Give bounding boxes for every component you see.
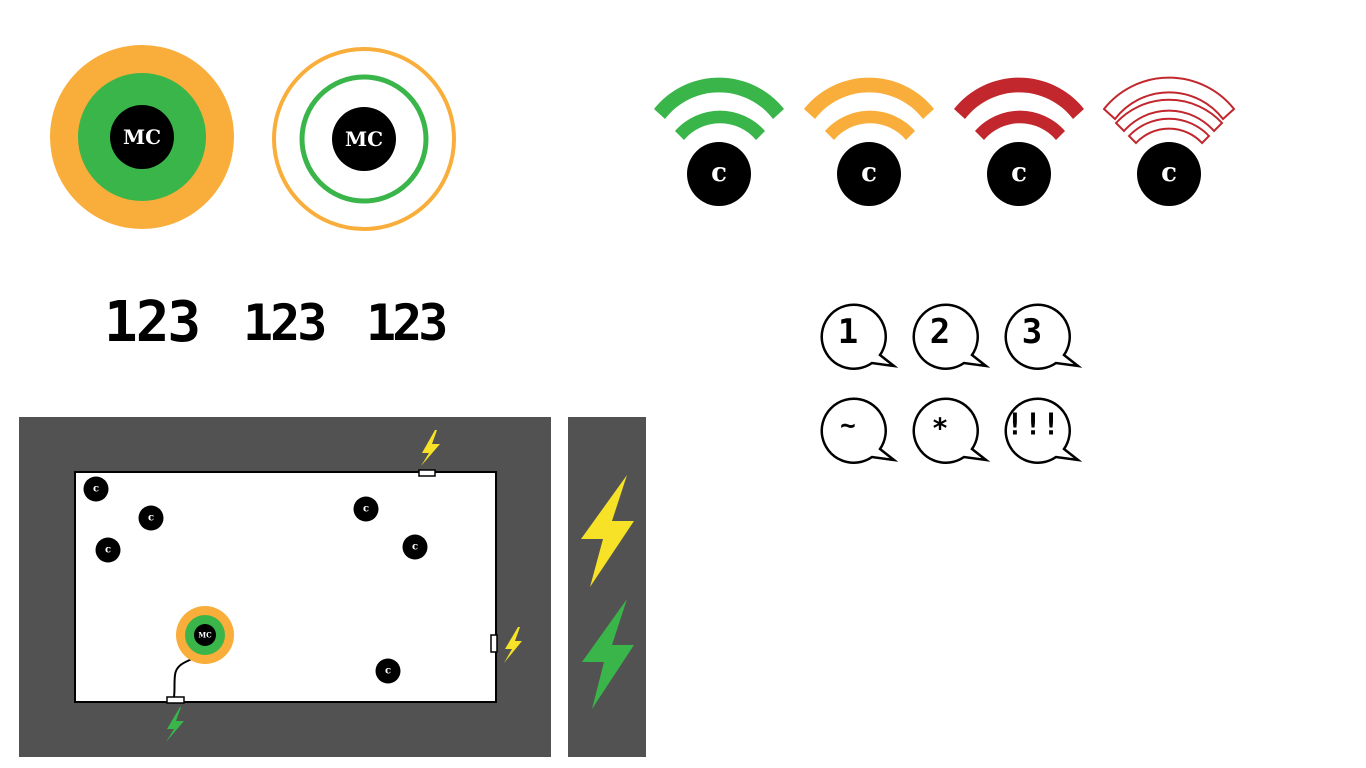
mc-token-outline: MC [272, 47, 456, 231]
outlet-bottom[interactable] [166, 696, 185, 704]
speech-bubble: * [912, 397, 990, 464]
mc-inner-ring-green-outline [299, 74, 429, 204]
speech-bubble: 1 [820, 303, 898, 370]
customer-body [1137, 142, 1201, 206]
outlet-right[interactable] [490, 634, 498, 653]
customer-label: c [711, 158, 727, 188]
number-sample-2: 123 [243, 294, 327, 352]
room-customer[interactable]: c [83, 476, 109, 502]
speech-bubble: ~ [820, 397, 898, 464]
speech-bubble: 2 [912, 303, 990, 370]
room-customer[interactable]: c [402, 534, 428, 560]
speech-bubble-text: 2 [930, 312, 950, 352]
signal-arc-inner [1127, 117, 1211, 145]
speech-bubble-text: 3 [1022, 312, 1042, 352]
power-panel-icons [581, 475, 634, 709]
room-floor [74, 471, 497, 703]
customer-label: c [861, 158, 877, 188]
customer-label: c [105, 545, 111, 556]
speech-bubble-text: * [932, 412, 949, 445]
customer-signal-red-outline: c [1102, 76, 1236, 206]
mc-label: MC [345, 127, 383, 151]
customer-label: c [1161, 158, 1177, 188]
signal-arc-outer [954, 77, 1084, 119]
green-lightning-icon [582, 599, 634, 709]
number-sample-3: 123 [366, 294, 448, 352]
speech-bubble-text: ~ [840, 411, 856, 441]
customer-label: c [412, 542, 418, 553]
lightning-icon [166, 707, 184, 742]
customer-signal-red: c [954, 77, 1084, 206]
outlet-top[interactable] [418, 469, 436, 477]
customer-body [987, 142, 1051, 206]
player-token[interactable]: MC [176, 606, 234, 664]
speech-bubble-shape [1004, 397, 1082, 464]
customer-label: c [385, 666, 391, 677]
speech-bubble-text: !!! [1006, 408, 1060, 443]
signal-arc-inner [975, 110, 1065, 140]
signal-arc-inner [675, 110, 765, 140]
speech-bubble-text: 1 [838, 312, 858, 352]
room-customer[interactable]: c [95, 537, 121, 563]
mc-label: MC [123, 125, 161, 149]
customer-label: c [1011, 158, 1027, 188]
speech-bubble-shape [820, 303, 898, 370]
speech-bubble-shape [912, 397, 990, 464]
speech-bubble: !!! [1004, 397, 1082, 464]
signal-arc-middle [1114, 98, 1224, 133]
customer-label: c [93, 484, 99, 495]
number-sample-1: 123 [104, 290, 201, 355]
power-panel [568, 417, 646, 757]
speech-bubble-shape [1004, 303, 1082, 370]
customer-body [837, 142, 901, 206]
lightning-icon [504, 627, 522, 663]
mc-core [110, 105, 174, 169]
speech-bubble-shape [820, 397, 898, 464]
lightning-icon [421, 430, 440, 466]
customer-label: c [148, 513, 154, 524]
signal-arc-outer [804, 77, 934, 119]
player-core [194, 624, 216, 646]
customer-label: c [363, 504, 369, 515]
mc-outer-ring-orange-outline [272, 47, 456, 231]
speech-bubble-shape [912, 303, 990, 370]
signal-arc-outer [1102, 76, 1236, 121]
mc-token-filled: MC [50, 45, 234, 229]
speech-bubble: 3 [1004, 303, 1082, 370]
player-label: MC [198, 631, 212, 640]
mc-core [332, 107, 396, 171]
room-customer[interactable]: c [375, 658, 401, 684]
customer-signal-green: c [654, 77, 784, 206]
customer-signal-orange: c [804, 77, 934, 206]
customer-body [687, 142, 751, 206]
room-customer[interactable]: c [353, 496, 379, 522]
room-customer[interactable]: c [138, 505, 164, 531]
signal-arc-outer [654, 77, 784, 119]
game-room: MC c c c c c c [74, 430, 522, 742]
signal-arc-inner [825, 110, 915, 140]
yellow-lightning-icon [581, 475, 634, 587]
